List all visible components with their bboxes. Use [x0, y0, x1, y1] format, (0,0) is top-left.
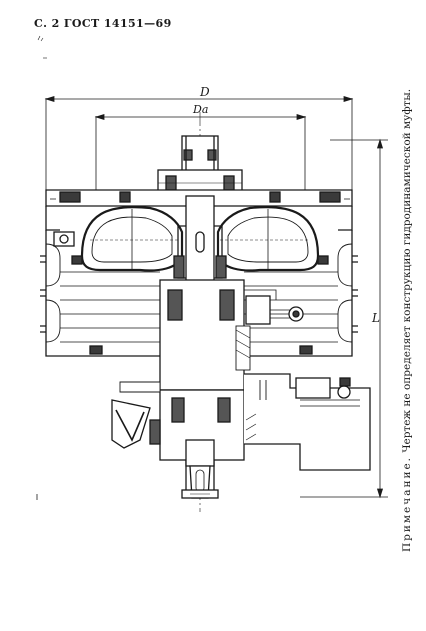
note-text: Чертеж не определяет конструкцию гидроди…: [401, 88, 413, 453]
torus-left: [80, 206, 184, 272]
note-lead: Примечание.: [401, 455, 413, 552]
dimension-da: Dа: [94, 103, 307, 190]
torus-right: [216, 206, 320, 272]
dim-da-label: Dа: [192, 103, 208, 116]
drawing-note: Примечание. Чертеж не определяет констру…: [401, 89, 413, 552]
dim-d-label: D: [199, 85, 210, 99]
dimension-l: L: [300, 138, 388, 499]
output-shaft: [181, 439, 219, 499]
pulley-bracket: [111, 381, 161, 449]
dimension-d: D: [44, 85, 354, 190]
scan-marks: [37, 35, 47, 59]
page-header: С. 2 ГОСТ 14151—69: [34, 17, 172, 30]
dim-l-label: L: [371, 311, 380, 325]
casing-left: [40, 230, 160, 357]
bearing-housing: [159, 279, 304, 391]
